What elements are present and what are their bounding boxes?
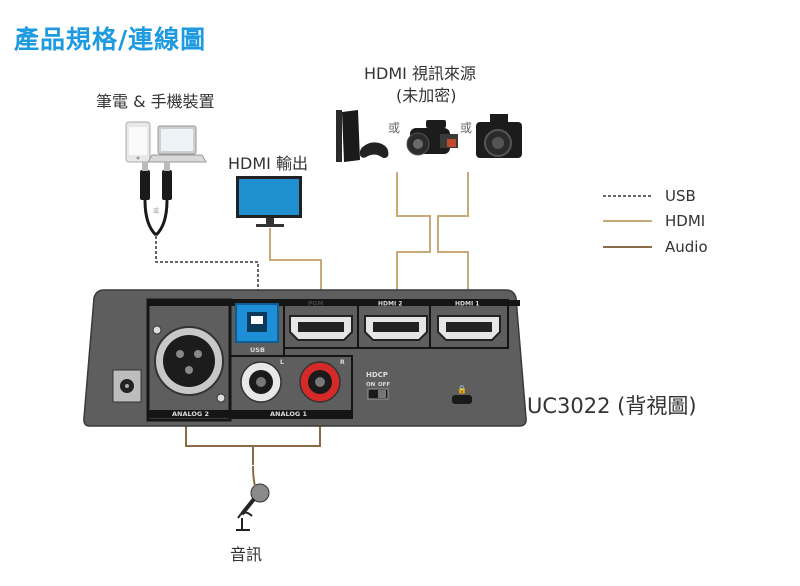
device-rear-panel [83,289,527,427]
hdmi-pgm-port[interactable] [289,315,353,341]
screw-icon [152,325,162,335]
phone-icon [125,121,151,163]
hdmi-source-label: HDMI 視訊來源 [364,64,476,83]
usb-cable-icon [140,162,172,237]
legend: USB HDMI Audio [603,187,708,256]
or-small-label: 或 [153,207,159,215]
lock-icon: 🔒 [457,385,467,394]
hdmi-output-line [269,228,322,300]
laptop-phone-label: 筆電 & 手機裝置 [96,92,215,111]
hdcp-off-label: OFF [378,382,390,388]
rca-left-label: L [280,359,284,366]
hdmi1-connection-line [437,172,469,300]
hdcp-switch[interactable] [367,388,389,400]
camera-icon [476,114,522,158]
legend-audio-label: Audio [665,238,708,256]
monitor-icon [236,176,302,227]
hdmi-output-label: HDMI 輸出 [228,154,308,173]
audio-label: 音訊 [230,545,263,564]
usb-label: USB [250,346,265,354]
xlr-analog2-port[interactable] [154,326,224,396]
pgm-label: PGM [308,301,323,308]
legend-hdmi-label: HDMI [665,212,705,230]
microphone-icon [236,465,270,531]
model-label: UC3022 (背視圖) [527,394,697,418]
hdmi1-port[interactable] [437,315,501,341]
hdmi1-label: HDMI 1 [455,301,479,308]
dc-power-port[interactable] [112,369,142,403]
usb-connection-line [155,236,259,300]
analog1-label: ANALOG 1 [270,410,308,418]
rca-right-port[interactable] [299,361,341,403]
hdmi2-connection-line [396,172,431,300]
hdmi2-port[interactable] [364,315,428,341]
screw-icon [216,393,226,403]
hdmi2-label: HDMI 2 [378,301,402,308]
analog2-label: ANALOG 2 [172,410,209,418]
hdcp-on-label: ON [366,382,376,388]
rca-right-label: R [340,359,345,366]
game-console-icon [336,110,389,162]
camcorder-icon [406,120,458,156]
or-label-1: 或 [388,121,401,135]
or-label-2: 或 [460,121,473,135]
usb-b-port[interactable] [235,303,279,343]
rca-left-port[interactable] [240,361,282,403]
hdmi-source-sublabel: (未加密) [396,86,457,105]
security-lock-slot: 🔒 [452,385,472,404]
page-title: 產品規格/連線圖 [14,25,207,54]
hdcp-label: HDCP [366,371,388,379]
legend-usb-label: USB [665,187,696,205]
laptop-icon [147,125,207,163]
